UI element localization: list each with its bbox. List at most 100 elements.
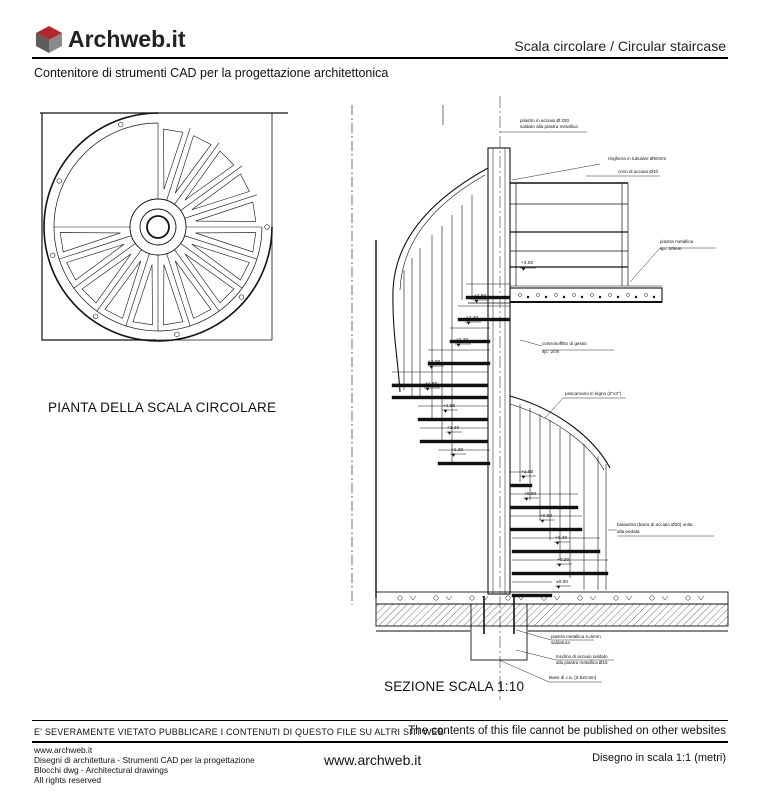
slab-gravel-mark	[652, 295, 656, 299]
plan-tread	[191, 173, 250, 211]
gravel-mark	[649, 595, 655, 601]
gravel-mark	[577, 595, 583, 601]
level-label: +1.40	[447, 425, 459, 431]
slab-gravel-mark	[608, 293, 612, 297]
section-tread	[449, 339, 491, 344]
gravel-mark	[625, 595, 633, 601]
level-label: +2.60	[474, 293, 486, 299]
annotation-text: Base di c.a. (0.5x0.6m)	[549, 675, 597, 680]
plan-tread	[66, 243, 125, 281]
plan-tread	[184, 150, 235, 201]
subtitle: Contenitore di strumenti CAD per la prog…	[34, 66, 389, 80]
gravel-mark	[505, 595, 511, 601]
slab-gravel-mark	[518, 293, 522, 297]
leader-line	[544, 397, 564, 419]
plan-tread-edge	[184, 235, 258, 260]
level-label: ±0.00	[556, 579, 568, 585]
plan-tread-edge	[73, 243, 136, 289]
section-tread	[509, 505, 579, 510]
gravel-mark	[685, 595, 691, 601]
gravel-mark	[397, 595, 403, 601]
plan-tread	[174, 260, 212, 319]
section-tread	[511, 593, 553, 598]
gravel-mark	[469, 595, 475, 601]
gravel-mark	[409, 595, 417, 601]
level-label: +2.40	[466, 315, 478, 321]
plan-tread	[163, 264, 184, 326]
plan-tread-edge	[125, 253, 150, 327]
level-label: +1.20	[451, 447, 463, 453]
section-tread	[419, 439, 489, 444]
plan-bolt	[118, 121, 124, 128]
section-tread	[427, 361, 491, 366]
level-label: +1.60	[443, 403, 455, 409]
plan-tread	[184, 253, 235, 304]
slab-gravel-mark	[626, 293, 630, 297]
slab-gravel-mark	[554, 293, 558, 297]
gravel-mark	[445, 595, 453, 601]
leader-line	[629, 247, 661, 283]
header-rule	[32, 57, 728, 59]
plan-bolt	[238, 294, 245, 300]
slab-gravel-mark	[562, 295, 566, 299]
slab-gravel-mark	[572, 293, 576, 297]
annotation-text: ringhiera in tubolare Ø60mm	[608, 156, 666, 161]
plan-tread-edge	[166, 253, 191, 327]
warning-english: The contents of this file cannot be publ…	[408, 725, 726, 737]
plan-tread	[174, 135, 212, 194]
cad-drawing	[40, 96, 729, 700]
annotation-text: pascamano in legno (2"x3")	[565, 391, 622, 396]
slab-gravel-mark	[598, 295, 602, 299]
plan-tread-edge	[184, 194, 258, 219]
footer-rule-top	[32, 720, 728, 721]
leader-line	[511, 163, 601, 181]
footer-site-link[interactable]: www.archweb.it	[324, 752, 422, 768]
annotation-text: tondino di acciaio saldato	[556, 654, 608, 659]
leader-line	[515, 649, 557, 661]
plan-tread-edge	[180, 165, 243, 211]
annotation-text: saldato alla piastra metallica	[520, 124, 578, 129]
document-title: Scala circolare / Circular staircase	[514, 38, 726, 54]
plan-bolt	[50, 252, 56, 258]
plan-bolt	[174, 331, 180, 337]
gravel-mark	[553, 595, 561, 601]
slab-gravel-mark	[616, 295, 620, 299]
plan-tread	[195, 232, 257, 253]
plan-tread-edge	[174, 249, 220, 312]
section-tread	[391, 395, 489, 400]
slab-gravel-mark	[544, 295, 548, 299]
annotation-text: controsoffitto di gesso	[542, 341, 587, 346]
archweb-logo-icon	[36, 26, 62, 53]
staircase-plan	[40, 112, 288, 342]
plan-tread-edge	[166, 127, 191, 201]
footer-line: Blocchi dwg - Architectural drawings	[34, 765, 169, 775]
annotation-text: saldatura	[551, 640, 570, 645]
gravel-mark	[697, 595, 705, 601]
section-tread	[417, 417, 489, 422]
plan-tread	[163, 128, 184, 190]
annotation-text: alla piastra metallica Ø15	[556, 660, 608, 665]
gravel-mark	[517, 595, 525, 601]
plan-bolt	[264, 224, 270, 230]
level-label: +1.00	[521, 469, 533, 475]
gravel-mark	[661, 595, 669, 601]
slab-gravel-mark	[634, 295, 638, 299]
annotation-text: pilastro in acciaio Ø 200	[520, 118, 569, 123]
section-tread	[511, 571, 609, 576]
brand-name: Archweb.it	[68, 26, 186, 52]
annotation-text: balaustra (barra di acciaio Ø20) unita	[617, 522, 693, 527]
footer-line: All rights reserved	[34, 775, 102, 785]
slab-gravel-mark	[644, 293, 648, 297]
plan-tread-edge	[96, 249, 142, 312]
plan-tread	[81, 253, 132, 304]
level-label: +2.00	[428, 359, 440, 365]
slab-gravel-mark	[580, 295, 584, 299]
plan-tread-edge	[180, 243, 243, 289]
level-label: +1.80	[425, 381, 437, 387]
plan-bolt	[56, 178, 62, 184]
slab-gravel-mark	[536, 293, 540, 297]
plan-tread	[59, 232, 121, 253]
gravel-mark	[589, 595, 597, 601]
annotation-layer: pilastro in acciaio Ø 200 saldato alla p…	[425, 118, 694, 680]
plan-tread-edge	[58, 235, 132, 260]
